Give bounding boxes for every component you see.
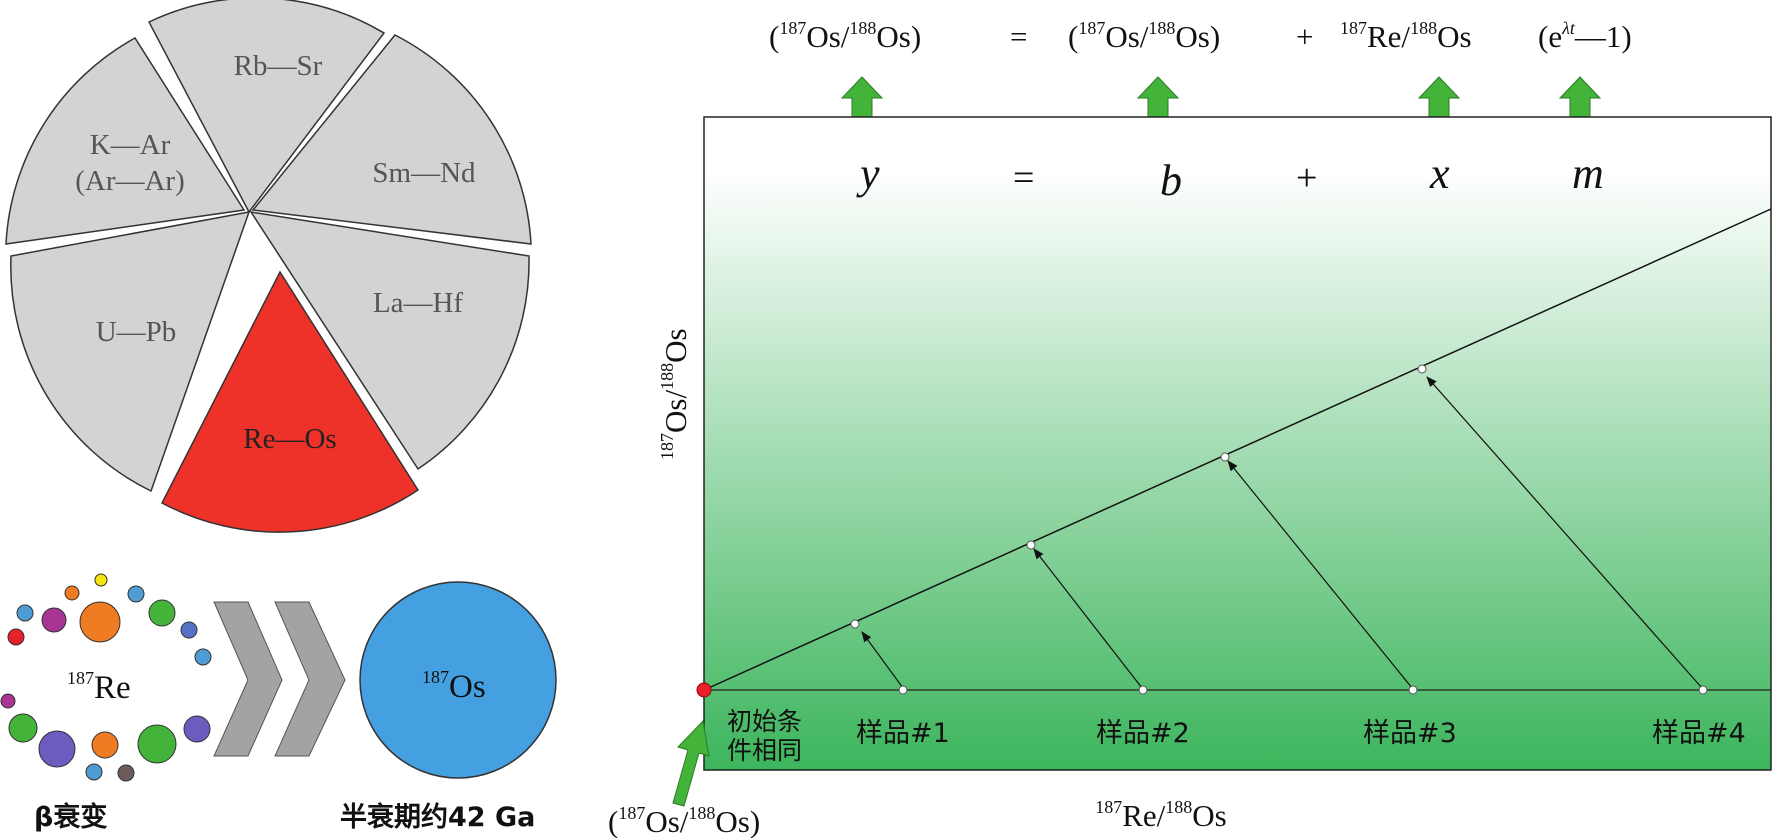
eq-equals: =	[1010, 19, 1027, 54]
label-re-os: Re—Os	[243, 423, 336, 455]
os-187-circle	[359, 581, 557, 779]
pie-slice-sm-nd	[251, 34, 532, 245]
beta-decay-label: β衰变	[34, 801, 107, 833]
origin-point	[696, 682, 712, 698]
eq-plus: +	[1296, 19, 1313, 54]
var-plus: +	[1296, 157, 1317, 199]
sample-label-2: 样品#2	[1096, 718, 1190, 749]
eq-term-ratio: 187Re/188Os	[1340, 18, 1472, 54]
sample-label-3: 样品#3	[1363, 718, 1457, 749]
isochron-line	[703, 208, 1772, 691]
re-187-label: 187Re	[67, 668, 131, 706]
pie-slice-re-os	[160, 270, 420, 533]
initial-condition-line1: 初始条	[727, 707, 802, 736]
half-life-label: 半衰期约42 Ga	[340, 801, 535, 833]
eq-term-measured: (187Os/188Os)	[769, 18, 921, 54]
sample-label-1: 样品#1	[856, 718, 950, 749]
eq-term-initial: (187Os/188Os)	[1068, 18, 1220, 54]
label-u-pb: U—Pb	[96, 316, 177, 348]
var-b: b	[1160, 156, 1182, 205]
isochron-equation: (187Os/188Os) = (187Os/188Os) + 187Re/18…	[769, 18, 1632, 54]
var-m: m	[1572, 149, 1604, 198]
eq-term-exp: (eλt—1)	[1538, 18, 1632, 54]
re-atom-cluster	[0, 573, 212, 782]
label-k-ar: K—Ar	[90, 129, 171, 161]
initial-condition-line2: 件相同	[727, 736, 802, 765]
pie-labels: Rb—Sr K—Ar (Ar—Ar) Sm—Nd U—Pb La—Hf Re—O…	[75, 50, 476, 455]
isochron-plot-area	[703, 116, 1772, 771]
label-rb-sr: Rb—Sr	[234, 50, 323, 82]
initial-ratio-arrow-icon	[672, 719, 710, 807]
os-187-label: 187Os	[422, 667, 486, 705]
dating-methods-pie	[5, 0, 532, 533]
pie-slice-la-hf	[249, 210, 530, 471]
var-y: y	[856, 149, 880, 198]
sample-label-4: 样品#4	[1652, 718, 1746, 749]
pie-slice-rb-sr	[147, 0, 386, 214]
pie-slice-u-pb	[10, 211, 251, 493]
label-la-hf: La—Hf	[373, 287, 464, 319]
linear-form: y = b + x m	[856, 149, 1604, 205]
var-equals: =	[1013, 157, 1034, 199]
label-ar-ar: (Ar—Ar)	[75, 165, 185, 197]
chevron-right-icon	[213, 601, 346, 757]
x-axis-label: 187Re/188Os	[1095, 797, 1227, 833]
var-x: x	[1429, 149, 1450, 198]
sample-evolution-arrows	[861, 376, 1703, 689]
pie-slice-k-ar	[5, 37, 246, 245]
sample-points	[850, 364, 1708, 695]
y-axis-label: 187Os/188Os	[657, 328, 693, 460]
initial-ratio-label: (187Os/188Os)	[608, 803, 760, 838]
sample-labels: 样品#1 样品#2 样品#3 样品#4	[856, 718, 1746, 749]
label-sm-nd: Sm—Nd	[372, 157, 476, 189]
